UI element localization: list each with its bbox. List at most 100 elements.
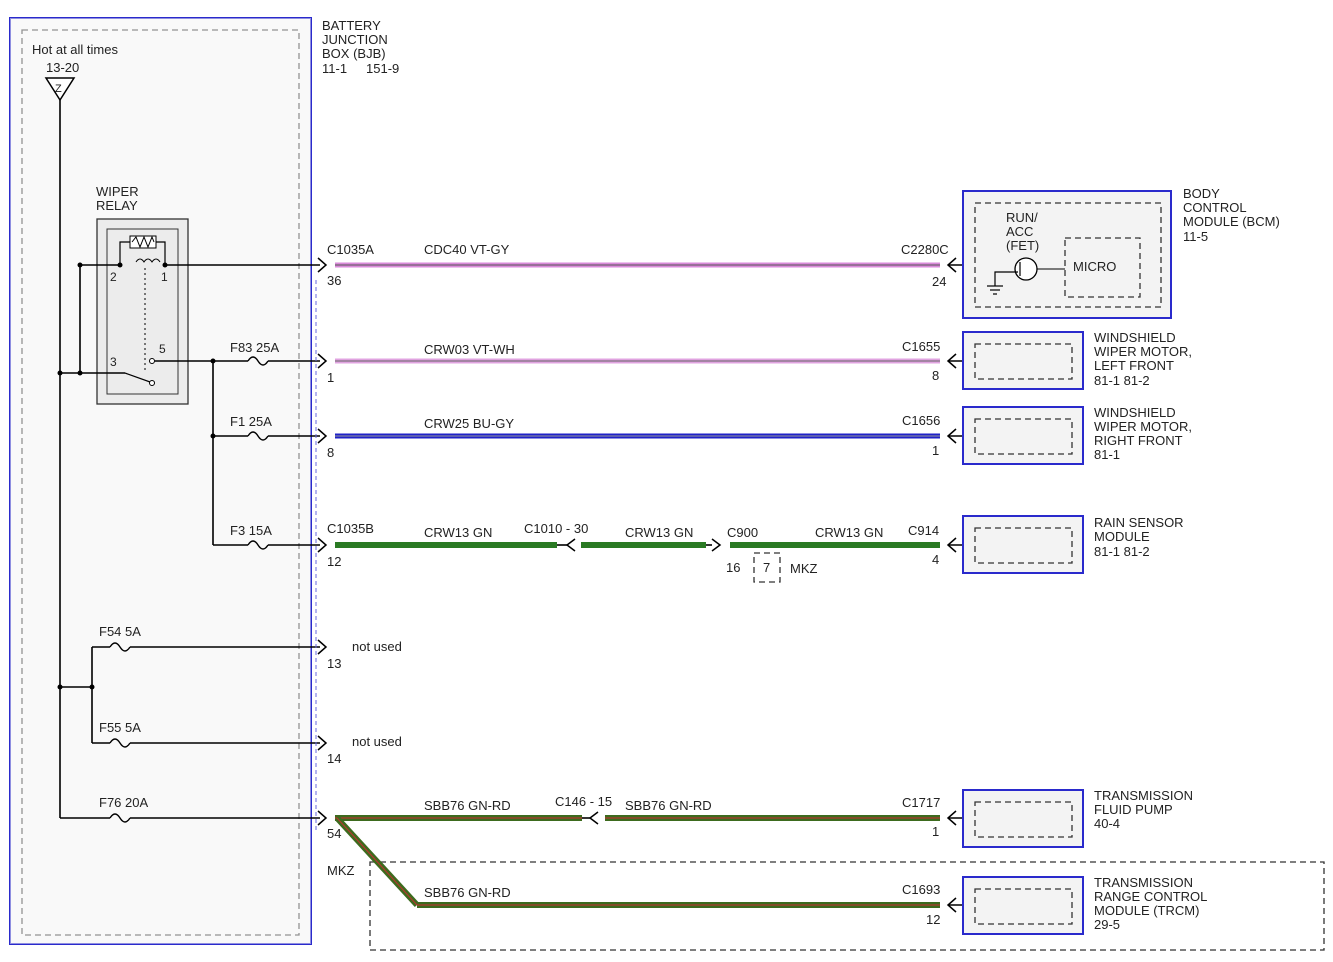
crw13-label-2: CRW13 GN (625, 525, 693, 540)
trcm-inner (974, 888, 1073, 925)
fuse-icon (109, 642, 131, 652)
bcm-ref: 11-5 (1183, 229, 1208, 244)
splice-dot (77, 370, 83, 376)
crw03-label: CRW03 VT-WH (424, 342, 515, 357)
bcm-fet-3: (FET) (1006, 238, 1039, 253)
trcm-ref: 29-5 (1094, 917, 1120, 932)
c1655-pin: 8 (932, 368, 939, 383)
relay-pin1: 1 (161, 270, 168, 284)
tfp-title-1: TRANSMISSION (1094, 788, 1193, 803)
splice-num: 7 (763, 560, 770, 575)
tfp-ref: 40-4 (1094, 816, 1120, 831)
not-used-pin13: 13 (327, 656, 341, 671)
bcm-title-1: BODY (1183, 186, 1220, 201)
bjb-connector-chevrons (317, 257, 328, 826)
power-source-icon (44, 77, 76, 102)
bcm-micro-box (1064, 237, 1141, 298)
trcm-title-1: TRANSMISSION (1094, 875, 1193, 890)
fuse-icon (109, 813, 131, 823)
tfp-inner (974, 801, 1073, 838)
bcm-title-3: MODULE (BCM) (1183, 214, 1280, 229)
crw03-left-pin: 1 (327, 370, 334, 385)
bjb-ref-1: 11-1 (322, 61, 347, 76)
not-used-pin14: 14 (327, 751, 341, 766)
not-used-2: not used (352, 734, 402, 749)
fuse-f55-label: F55 5A (99, 720, 141, 735)
rain-title-1: RAIN SENSOR (1094, 515, 1184, 530)
fet-ground-lead (994, 271, 1018, 286)
wr-title-2: WIPER MOTOR, (1094, 419, 1192, 434)
c1656-label: C1656 (902, 413, 940, 428)
c1035a-pin: 36 (327, 273, 341, 288)
rain-sensor-module (962, 515, 1084, 574)
relay-coil-lead-left (119, 241, 130, 265)
relay-switch-nc-icon (149, 380, 155, 386)
c1693-label: C1693 (902, 882, 940, 897)
trcm-title-2: RANGE CONTROL (1094, 889, 1207, 904)
c1717-pin: 1 (932, 824, 939, 839)
bcm-micro: MICRO (1073, 259, 1116, 274)
wr-ref: 81-1 (1094, 447, 1120, 462)
fuse-icon (109, 738, 131, 748)
c2280c-pin: 24 (932, 274, 946, 289)
c1693-pin: 12 (926, 912, 940, 927)
fuse-f1-label: F1 25A (230, 414, 272, 429)
bcm-fet-1: RUN/ (1006, 210, 1038, 225)
wiper-relay-inner (106, 228, 179, 395)
relay-pin2: 2 (110, 270, 117, 284)
bjb-ref-2: 151-9 (366, 61, 399, 76)
transmission-fluid-pump (962, 789, 1084, 848)
sbb76-label-1: SBB76 GN-RD (424, 798, 511, 813)
c900-connector-icon (711, 538, 722, 552)
c1010-connector-icon (565, 538, 576, 552)
cdc40-label: CDC40 VT-GY (424, 242, 510, 257)
wiper-motor-right (962, 406, 1084, 465)
c146-connector-icon (588, 811, 599, 825)
c146-label: C146 - 15 (555, 794, 612, 809)
c900-pin: 16 (726, 560, 740, 575)
relay-coil-winding-icon (135, 258, 161, 263)
relay-switch-blade-icon (124, 372, 151, 383)
trcm-module (962, 876, 1084, 935)
crw25-label: CRW25 BU-GY (424, 416, 514, 431)
wr-title-1: WINDSHIELD (1094, 405, 1176, 420)
not-used-1: not used (352, 639, 402, 654)
wr-title-3: RIGHT FRONT (1094, 433, 1183, 448)
relay-pin5: 5 (159, 342, 166, 356)
bcm-fet-2: ACC (1006, 224, 1033, 239)
c1035b-pin: 12 (327, 554, 341, 569)
c1035a-label: C1035A (327, 242, 374, 257)
crw25-left-pin: 8 (327, 445, 334, 460)
relay-title-1: WIPER (96, 184, 139, 199)
wire-sbb76-branch-stripe (336, 817, 418, 906)
sbb76-left-pin: 54 (327, 826, 341, 841)
fuse-f54-label: F54 5A (99, 624, 141, 639)
fuse-f83-label: F83 25A (230, 340, 279, 355)
hot-label: Hot at all times (32, 42, 118, 57)
c1656-pin: 1 (932, 443, 939, 458)
rain-ref: 81-1 81-2 (1094, 544, 1150, 559)
wiper-motor-left-inner (974, 343, 1073, 380)
module-connector-chevrons (946, 257, 957, 913)
fet-transistor-icon (1014, 257, 1038, 281)
mkz-label: MKZ (327, 863, 355, 878)
crw13-label-1: CRW13 GN (424, 525, 492, 540)
relay-pin3: 3 (110, 355, 117, 369)
relay-title-2: RELAY (96, 198, 138, 213)
wl-title-3: LEFT FRONT (1094, 358, 1174, 373)
wiper-motor-left (962, 331, 1084, 390)
wl-ref: 81-1 81-2 (1094, 373, 1150, 388)
c914-label: C914 (908, 523, 939, 538)
trcm-title-3: MODULE (TRCM) (1094, 903, 1199, 918)
rain-title-2: MODULE (1094, 529, 1150, 544)
splice-label: MKZ (790, 561, 818, 576)
c1035b-label: C1035B (327, 521, 374, 536)
sbb76-label-2: SBB76 GN-RD (625, 798, 712, 813)
bjb-title-1: BATTERY (322, 18, 381, 33)
bjb-title-3: BOX (BJB) (322, 46, 386, 61)
relay-switch-no-icon (149, 358, 155, 364)
c900-label: C900 (727, 525, 758, 540)
c1010-label: C1010 - 30 (524, 521, 588, 536)
bjb-title-2: JUNCTION (322, 32, 388, 47)
fuse-f3-label: F3 15A (230, 523, 272, 538)
